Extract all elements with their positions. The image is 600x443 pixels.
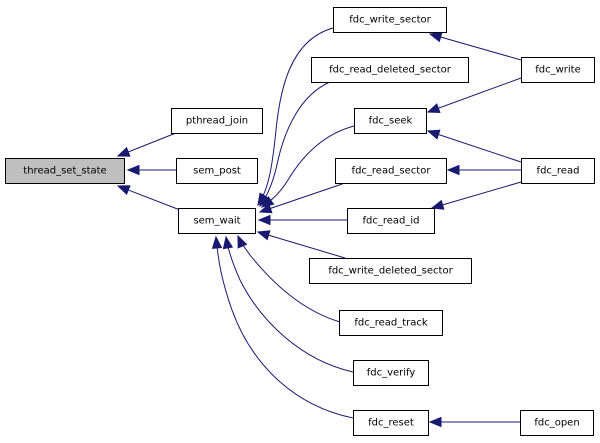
edge-sem-wait-to-thread-set-state	[116, 185, 181, 211]
node-label: fdc_read_sector	[352, 166, 432, 177]
node-fdc-write-sector[interactable]: fdc_write_sector	[333, 7, 447, 33]
edge-fdc-verify-to-sem-wait	[222, 235, 354, 373]
node-box	[520, 410, 594, 436]
arrowhead-icon	[126, 164, 140, 176]
node-label: sem_wait	[193, 216, 240, 227]
node-box	[521, 158, 595, 184]
node-box	[176, 158, 258, 184]
arrowhead-icon	[428, 32, 443, 43]
node-label: fdc_reset	[368, 418, 414, 429]
edge-line	[257, 27, 334, 206]
node-box	[309, 258, 472, 284]
node-box	[335, 158, 447, 184]
node-fdc-read-deleted-sector[interactable]: fdc_read_deleted_sector	[311, 57, 469, 83]
node-fdc-read[interactable]: fdc_read	[521, 158, 595, 184]
arrowhead-icon	[222, 235, 234, 250]
node-label: fdc_write	[535, 65, 581, 76]
edge-line	[259, 182, 346, 213]
edge-line	[427, 77, 522, 113]
node-fdc-reset[interactable]: fdc_reset	[353, 410, 429, 436]
node-fdc-seek[interactable]: fdc_seek	[354, 108, 427, 134]
edge-line	[431, 181, 522, 209]
arrowhead-icon	[426, 129, 441, 140]
node-fdc-read-id[interactable]: fdc_read_id	[347, 208, 435, 234]
arrowhead-icon	[256, 230, 271, 241]
node-box	[353, 360, 429, 386]
node-label: fdc_verify	[367, 368, 416, 379]
arrowhead-icon	[258, 203, 273, 214]
node-fdc-verify[interactable]: fdc_verify	[353, 360, 429, 386]
arrowhead-icon	[237, 234, 248, 249]
arrowhead-icon	[257, 214, 271, 226]
node-label: fdc_write_deleted_sector	[328, 266, 453, 277]
node-label: pthread_join	[186, 116, 248, 127]
edges-layer	[116, 27, 522, 428]
edge-line	[215, 236, 354, 419]
node-fdc-write-deleted-sector[interactable]: fdc_write_deleted_sector	[309, 258, 472, 284]
node-label: fdc_read_id	[362, 216, 419, 227]
edge-fdc-read-to-fdc-seek	[426, 129, 522, 163]
node-box	[311, 57, 469, 83]
edge-fdc-open-to-fdc-reset	[428, 416, 520, 428]
edge-pthread-join-to-thread-set-state	[116, 132, 177, 157]
edge-fdc-read-deleted-sector-to-sem-wait	[259, 81, 331, 208]
node-fdc-read-sector[interactable]: fdc_read_sector	[335, 158, 447, 184]
node-pthread-join[interactable]: pthread_join	[171, 108, 263, 134]
edge-sem-post-to-thread-set-state	[126, 164, 176, 176]
node-label: sem_post	[193, 166, 241, 177]
node-sem-post[interactable]: sem_post	[176, 158, 258, 184]
node-label: fdc_read	[537, 166, 580, 177]
nodes-layer: thread_set_state pthread_join sem_post sem_…	[5, 7, 595, 436]
arrowhead-icon	[116, 146, 131, 157]
node-label: fdc_seek	[369, 116, 413, 127]
edge-fdc-read-to-fdc-read-id	[430, 181, 522, 210]
edge-line	[261, 125, 355, 208]
node-box	[5, 158, 125, 184]
edge-fdc-read-id-to-sem-wait	[257, 214, 347, 226]
arrowhead-icon	[426, 103, 441, 113]
edge-fdc-read-to-fdc-read-sector	[446, 164, 521, 176]
edge-fdc-write-to-fdc-write-sector	[428, 32, 522, 61]
node-thread-set-state: thread_set_state	[5, 158, 125, 184]
edge-fdc-read-track-to-sem-wait	[237, 234, 341, 323]
node-label: fdc_read_deleted_sector	[329, 65, 452, 76]
edge-line	[429, 33, 522, 61]
node-label: thread_set_state	[23, 166, 106, 177]
node-box	[521, 57, 595, 83]
node-fdc-read-track[interactable]: fdc_read_track	[339, 310, 443, 336]
edge-fdc-write-deleted-sector-to-sem-wait	[256, 230, 346, 259]
edge-line	[427, 130, 522, 163]
edge-fdc-write-to-fdc-seek	[426, 77, 522, 113]
edge-fdc-reset-to-sem-wait	[211, 235, 354, 419]
node-label: fdc_write_sector	[349, 15, 431, 26]
node-label: fdc_open	[534, 418, 579, 429]
edge-fdc-read-sector-to-sem-wait	[258, 182, 346, 214]
arrowhead-icon	[428, 416, 442, 428]
node-box	[354, 108, 427, 134]
node-box	[339, 310, 443, 336]
node-fdc-write[interactable]: fdc_write	[521, 57, 595, 83]
arrowhead-icon	[211, 235, 223, 249]
node-box	[347, 208, 435, 234]
node-box	[333, 7, 447, 33]
edge-line	[225, 236, 354, 373]
edge-line	[259, 81, 331, 207]
node-box	[353, 410, 429, 436]
node-sem-wait[interactable]: sem_wait	[178, 208, 256, 234]
node-fdc-open[interactable]: fdc_open	[520, 410, 594, 436]
edge-fdc-write-sector-to-sem-wait	[257, 27, 334, 207]
arrowhead-icon	[446, 164, 460, 176]
arrowhead-icon	[116, 185, 131, 196]
edge-line	[257, 231, 346, 259]
node-box	[178, 208, 256, 234]
node-label: fdc_read_track	[354, 318, 428, 329]
node-box	[171, 108, 263, 134]
arrowhead-icon	[430, 199, 445, 210]
